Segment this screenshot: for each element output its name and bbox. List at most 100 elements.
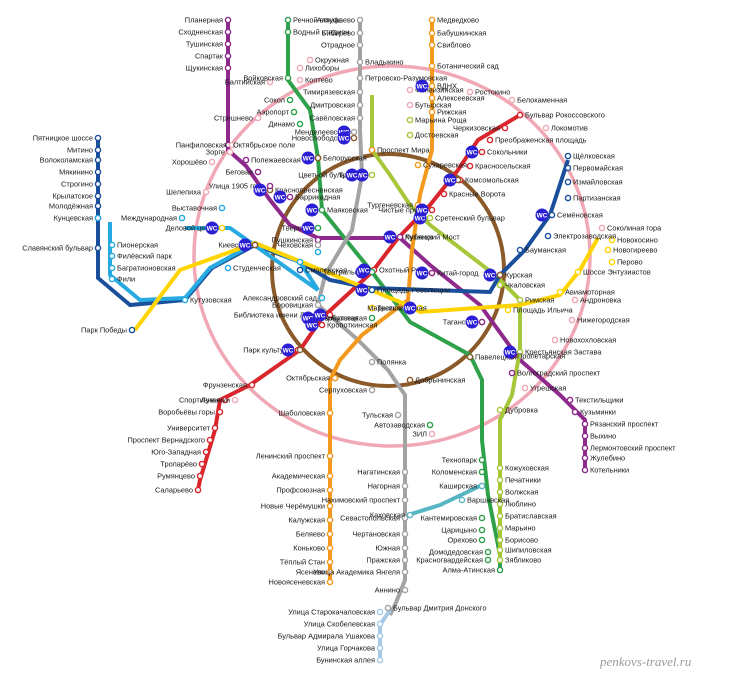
station-label: Юго-Западная (151, 448, 201, 457)
station-dot (428, 206, 436, 214)
station-dot (428, 62, 436, 70)
toilet-icon (383, 230, 397, 244)
station-label: Сокол (264, 96, 285, 105)
station-label: Красногвардейская (416, 556, 483, 565)
station-label: Измайловская (573, 178, 623, 187)
station-dot (542, 124, 550, 132)
station-label: Белокаменная (517, 96, 567, 105)
toilet-label: WC (405, 305, 416, 312)
station-dot (521, 384, 529, 392)
station-dot (544, 232, 552, 240)
station-dot (326, 530, 334, 538)
station-dot (194, 486, 202, 494)
station-label: Волжская (505, 488, 538, 497)
station-dot (516, 246, 524, 254)
station-label: Калужская (288, 516, 325, 525)
station-label: Молодёжная (49, 202, 93, 211)
station-dot (428, 269, 436, 277)
station-label: Автозаводская (374, 421, 425, 430)
toilet-label: WC (445, 177, 456, 184)
station-dot (406, 101, 414, 109)
station-dot (394, 411, 402, 419)
toilet-badge: WC (205, 221, 219, 235)
station-dot (401, 568, 409, 576)
station-dot (428, 430, 436, 438)
station-label: Киевская (218, 241, 250, 250)
station-label: Петровско-Разумовская (365, 74, 447, 83)
station-dot (571, 408, 579, 416)
station-dot (218, 204, 226, 212)
toilet-label: WC (417, 207, 428, 214)
station-label: Первомайская (573, 164, 623, 173)
station-dot (428, 29, 436, 37)
station-dot (376, 632, 384, 640)
station-dot (496, 512, 504, 520)
station-label: Проспект Вернадского (127, 436, 205, 445)
station-dot (296, 64, 304, 72)
station-dot (356, 74, 364, 82)
station-label: Тургеневская (367, 201, 413, 210)
station-label: Маяковская (327, 206, 368, 215)
station-dot (428, 16, 436, 24)
station-label: Баррикадная (295, 193, 340, 202)
station-label: Пионерская (117, 241, 158, 250)
station-dot (228, 141, 236, 149)
station-dot (568, 316, 576, 324)
station-dot (376, 644, 384, 652)
station-dot (314, 224, 322, 232)
station-label: Волгоградский проспект (517, 369, 601, 378)
station-label: Римская (525, 296, 554, 305)
station-dot (326, 502, 334, 510)
toilet-icon (238, 238, 252, 252)
station-dot (401, 482, 409, 490)
station-dot (581, 432, 589, 440)
station-label: Бибирево (321, 29, 355, 38)
station-label: Ростокино (475, 88, 510, 97)
line-4 (108, 222, 320, 303)
toilet-badge: WC (535, 208, 549, 222)
toilet-label: WC (357, 172, 368, 179)
station-label: Красные Ворота (449, 190, 506, 199)
station-label: Рижская (437, 108, 466, 117)
station-label: Боровицкая (272, 301, 313, 310)
station-dot (368, 386, 376, 394)
station-dot (326, 486, 334, 494)
station-dot (581, 454, 589, 462)
station-label: Алма-Атинская (443, 566, 495, 575)
station-dot (508, 369, 516, 377)
station-label: Таганская (443, 318, 477, 327)
toilet-label: WC (255, 187, 266, 194)
station-label: Аннино (375, 586, 400, 595)
station-label: Чертановская (352, 530, 400, 539)
station-dot (496, 566, 504, 574)
station-label: Новогиреево (613, 246, 658, 255)
station-label: Лужники (201, 396, 230, 405)
station-label: Медведково (437, 16, 479, 25)
station-dot (224, 40, 232, 48)
station-label: Фили (117, 275, 135, 284)
station-dot (604, 246, 612, 254)
station-label: Парк культуры (243, 346, 293, 355)
station-label: Окружная (315, 56, 349, 65)
station-dot (564, 164, 572, 172)
station-dot (564, 152, 572, 160)
station-label: Академическая (272, 472, 325, 481)
station-dot (401, 586, 409, 594)
station-dot (496, 556, 504, 564)
station-dot (221, 396, 229, 404)
station-label: Улица 1905 года (209, 182, 266, 191)
station-dot (406, 86, 414, 94)
station-label: Спартак (195, 52, 224, 61)
station-label: Арбатская (323, 314, 359, 323)
station-dot (496, 536, 504, 544)
station-label: Перово (617, 258, 643, 267)
station-dot (401, 544, 409, 552)
station-label: Волоколамская (40, 156, 93, 165)
station-label: Октябрьское поле (233, 141, 295, 150)
station-dot (401, 468, 409, 476)
station-dot (231, 396, 239, 404)
station-label: Улица Старокачаловская (288, 608, 375, 617)
toilet-icon (301, 151, 315, 165)
station-label: Ботанический сад (437, 62, 499, 71)
station-dot (581, 466, 589, 474)
